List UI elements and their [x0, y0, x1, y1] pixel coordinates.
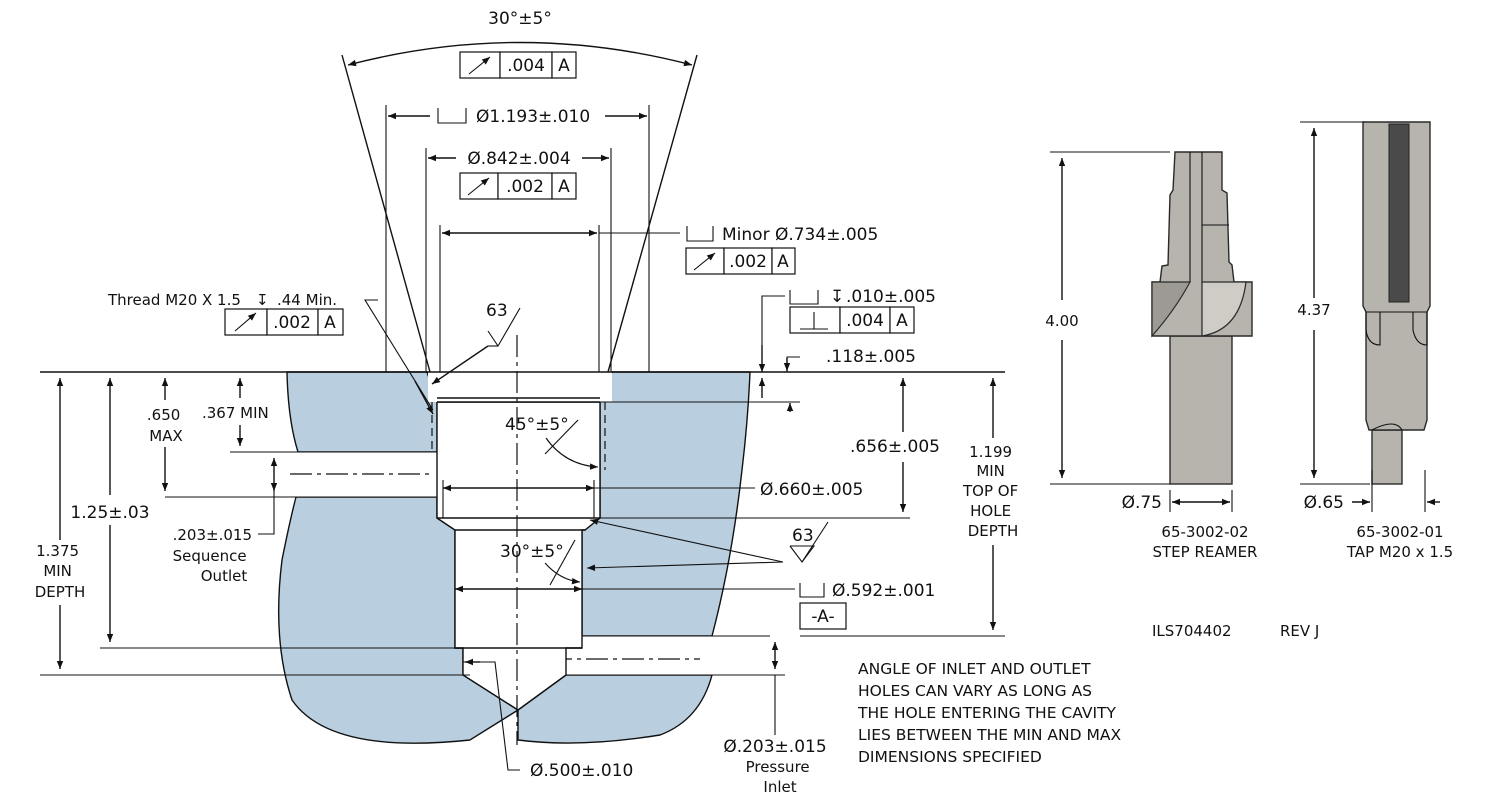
- thread-callout: Thread M20 X 1.5: [107, 291, 241, 309]
- svg-text:A: A: [896, 311, 908, 331]
- annotations: 30°±5° .004 A Ø1.193±.010 Ø.842±.004 .00…: [35, 9, 1453, 796]
- outlet-max: .650 MAX: [147, 406, 185, 445]
- svg-text:.002: .002: [729, 252, 767, 272]
- counterbore-icon: [789, 290, 819, 305]
- depth-icon: ↧: [256, 291, 269, 309]
- thread-relief-depth: .118±.005: [826, 347, 916, 367]
- top-of-hole-depth: 1.199 MIN TOP OF HOLE DEPTH: [962, 443, 1023, 540]
- counterbore-icon: [799, 583, 825, 598]
- revision: REV J: [1280, 622, 1319, 640]
- runout-icon: [467, 177, 490, 196]
- tap-name: TAP M20 x 1.5: [1346, 543, 1453, 561]
- step-reamer-illustration: [1151, 151, 1253, 485]
- tap-length: 4.37: [1297, 301, 1330, 319]
- cavity-section-view: [40, 335, 1005, 771]
- section-bottom-material: [517, 674, 713, 744]
- top-angle-dimension: 30°±5°: [488, 9, 552, 29]
- datum-diameter: Ø.592±.001: [832, 581, 935, 601]
- tap-diameter: Ø.65: [1304, 493, 1344, 513]
- bottom-diameter: Ø.500±.010: [530, 761, 633, 781]
- overall-depth: 1.25±.03: [70, 503, 149, 523]
- svg-text:A: A: [324, 313, 336, 333]
- min-depth: 1.375 MIN DEPTH: [35, 542, 86, 601]
- top-dimensions: [341, 8, 698, 415]
- document-number: ILS704402: [1152, 622, 1232, 640]
- outlet-min: .367 MIN: [202, 404, 269, 422]
- counterbore-depth: .010±.005: [846, 287, 936, 307]
- bore-diameter: Ø.660±.005: [760, 480, 863, 500]
- reamer-part-number: 65-3002-02: [1161, 523, 1248, 541]
- svg-text:.004: .004: [507, 56, 545, 76]
- inlet-label: Pressure Inlet: [746, 758, 815, 796]
- section-right-material: [581, 371, 751, 637]
- pressure-inlet-hole: [566, 636, 716, 675]
- reamer-name: STEP REAMER: [1153, 543, 1258, 561]
- tap-part-number: 65-3002-01: [1356, 523, 1443, 541]
- datum-a-box: [799, 602, 847, 630]
- counterbore-diameter: Ø1.193±.010: [476, 107, 590, 127]
- fcf-thread: .002 A: [224, 308, 344, 336]
- fcf-upper-diameter: .002 A: [459, 172, 577, 200]
- runout-icon: [468, 56, 491, 75]
- runout-icon: [693, 252, 716, 271]
- svg-text:-A-: -A-: [811, 607, 834, 627]
- svg-text:A: A: [777, 252, 789, 272]
- perpendicularity-icon: [800, 312, 828, 330]
- svg-text:.004: .004: [846, 311, 884, 331]
- fcf-perpendicularity: .004 A: [789, 306, 915, 334]
- tap-illustration: [1362, 121, 1431, 485]
- chamfer-upper-angle: 45°±5°: [505, 415, 569, 435]
- tool-dimensions: [1050, 121, 1440, 512]
- fcf-minor-diameter: .002 A: [685, 247, 796, 275]
- counterbore-icon: [437, 108, 467, 124]
- svg-text:A: A: [558, 177, 570, 197]
- general-note: ANGLE OF INLET AND OUTLET HOLES CAN VARY…: [857, 660, 1126, 766]
- svg-text:63: 63: [792, 526, 814, 546]
- chamfer-lower-angle: 30°±5°: [500, 542, 564, 562]
- upper-diameter: Ø.842±.004: [467, 149, 570, 169]
- outlet-diameter: .203±.015: [173, 526, 252, 544]
- surface-finish-upper: 63: [486, 301, 508, 321]
- counterbore-icon: [686, 226, 714, 242]
- svg-text:A: A: [558, 56, 570, 76]
- reamer-length: 4.00: [1045, 312, 1078, 330]
- outlet-label: Sequence Outlet: [173, 547, 252, 585]
- reamer-diameter: Ø.75: [1122, 493, 1162, 513]
- surface-finish-lower: 63: [789, 521, 829, 563]
- runout-icon: [234, 312, 257, 332]
- depth-icon: ↧: [830, 287, 844, 307]
- thread-depth: .44 Min.: [277, 291, 337, 309]
- svg-text:.002: .002: [506, 177, 544, 197]
- svg-text:.002: .002: [273, 313, 311, 333]
- fcf-top-angle: .004 A: [459, 51, 577, 79]
- bore-depth: .656±.005: [850, 437, 940, 457]
- minor-diameter: Minor Ø.734±.005: [722, 225, 878, 245]
- inlet-diameter: Ø.203±.015: [723, 737, 826, 757]
